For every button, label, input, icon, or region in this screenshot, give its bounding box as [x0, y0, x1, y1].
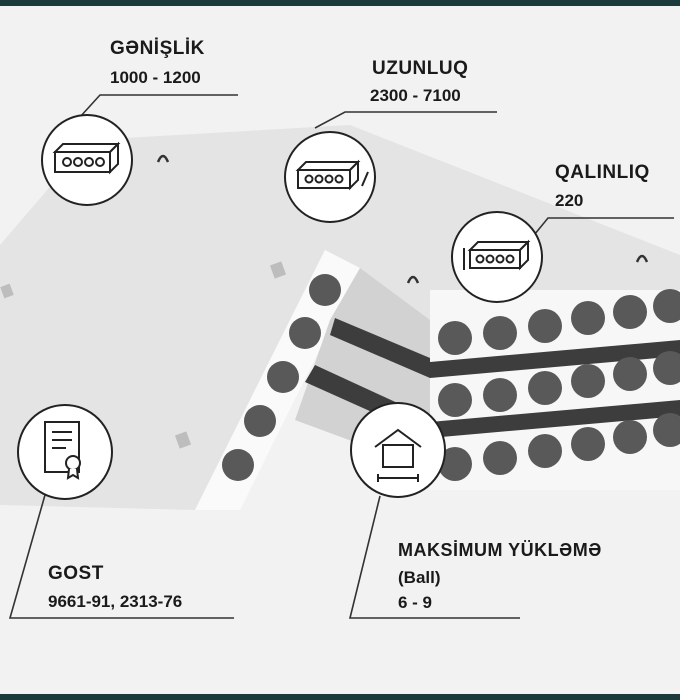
leader-width [79, 94, 238, 118]
lifting-loop-icon [406, 275, 420, 284]
front-hole [528, 434, 562, 468]
end-hole [309, 274, 341, 306]
gost-value: 9661-91, 2313-76 [48, 592, 183, 611]
front-hole [653, 289, 680, 323]
front-hole [613, 420, 647, 454]
gost-title: GOST [48, 563, 104, 584]
max-load-unit: (Ball) [398, 568, 441, 587]
width-icon-badge [41, 114, 133, 206]
lifting-loop-icon [635, 254, 649, 263]
end-hole [244, 405, 276, 437]
front-hole [653, 413, 680, 447]
width-value: 1000 - 1200 [110, 68, 201, 87]
length-icon-badge [284, 131, 376, 223]
thickness-title: QALINLIQ [555, 162, 650, 183]
gost-icon-badge [17, 404, 113, 500]
front-hole [528, 371, 562, 405]
front-hole [571, 427, 605, 461]
front-hole [571, 301, 605, 335]
length-value: 2300 - 7100 [370, 86, 461, 105]
slab-thickness-icon [463, 239, 531, 271]
slab-front-icon [52, 141, 121, 175]
front-hole [438, 447, 472, 481]
leader-length [314, 111, 497, 129]
surface-mark [269, 261, 287, 279]
certificate-icon [44, 421, 81, 480]
front-hole [571, 364, 605, 398]
width-title: GƏNİŞLİK [110, 38, 205, 59]
front-hole [613, 357, 647, 391]
stack-gap-1 [330, 318, 430, 378]
front-hole [438, 321, 472, 355]
end-face-holes [222, 274, 341, 481]
front-hole [483, 378, 517, 412]
max-load-title: MAKSİMUM YÜKLƏMƏ [398, 540, 602, 560]
front-stripe-1 [430, 340, 680, 378]
thickness-icon-badge [451, 211, 543, 303]
end-hole [222, 449, 254, 481]
leader-load [348, 495, 520, 619]
front-stripe-2 [430, 400, 680, 438]
front-hole [483, 316, 517, 350]
surface-marks [0, 261, 287, 449]
front-hole [483, 441, 517, 475]
bottom-border [0, 694, 680, 700]
front-hole [438, 383, 472, 417]
front-hole [653, 351, 680, 385]
top-border [0, 0, 680, 6]
surface-mark [0, 283, 14, 299]
slab-length-icon [295, 159, 369, 191]
surface-mark [174, 431, 192, 449]
house-load-icon [374, 428, 422, 482]
front-hole [528, 309, 562, 343]
lifting-loops [156, 154, 649, 284]
end-hole [289, 317, 321, 349]
leader-gost [8, 494, 234, 619]
front-hole [613, 295, 647, 329]
load-icon-badge [350, 402, 446, 498]
thickness-value: 220 [555, 191, 584, 210]
length-title: UZUNLUQ [372, 58, 469, 79]
max-load-value: 6 - 9 [398, 593, 433, 612]
end-hole [267, 361, 299, 393]
lifting-loop-icon [156, 154, 170, 163]
front-holes [438, 289, 680, 481]
